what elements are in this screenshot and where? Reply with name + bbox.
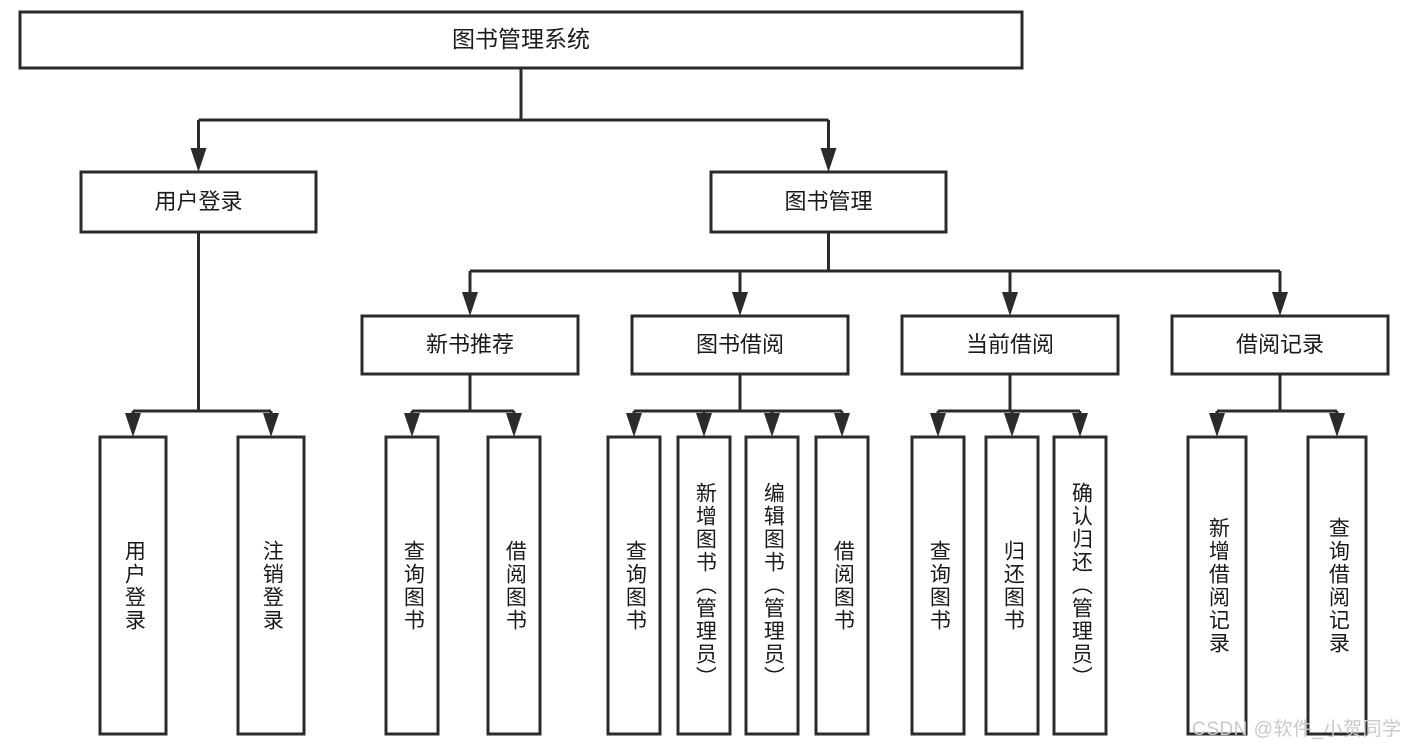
arrow-head-icon [820, 148, 837, 172]
node-box-leaf-query-book-2[interactable] [606, 435, 662, 736]
arrow-head-icon [190, 148, 207, 172]
arrow-head-icon [764, 413, 780, 437]
arrow-head-icon [462, 292, 478, 316]
node-box-l2-user-login[interactable] [79, 170, 318, 234]
node-box-l2-book-mgmt[interactable] [709, 170, 948, 234]
arrow-head-icon [1209, 413, 1225, 437]
arrow-head-icon [1072, 413, 1088, 437]
boxes-layer [18, 10, 1390, 736]
arrow-head-icon [1002, 292, 1018, 316]
node-box-leaf-borrow-book-1[interactable] [486, 435, 542, 736]
node-box-l3-current[interactable] [900, 314, 1120, 376]
arrow-head-icon [626, 413, 642, 437]
arrow-head-icon [930, 413, 946, 437]
arrow-head-icon [732, 292, 748, 316]
node-box-leaf-add-book[interactable] [676, 435, 732, 736]
node-box-leaf-confirm-return[interactable] [1052, 435, 1108, 736]
node-box-root[interactable] [18, 10, 1024, 70]
arrow-head-icon [1272, 292, 1288, 316]
node-box-l3-record[interactable] [1170, 314, 1390, 376]
arrow-head-icon [696, 413, 712, 437]
node-box-leaf-user-login[interactable] [98, 435, 168, 736]
csdn-watermark: CSDN @软件_小贺同学 [1192, 719, 1402, 740]
node-box-leaf-return-book[interactable] [984, 435, 1040, 736]
arrow-head-icon [125, 413, 141, 437]
node-box-leaf-borrow-book-2[interactable] [814, 435, 870, 736]
arrow-head-icon [1329, 413, 1345, 437]
arrow-head-icon [404, 413, 420, 437]
node-box-l3-borrow[interactable] [630, 314, 850, 376]
node-box-leaf-query-book-1[interactable] [384, 435, 440, 736]
connectors-layer [125, 68, 1345, 437]
arrow-head-icon [1004, 413, 1020, 437]
node-box-leaf-query-book-3[interactable] [910, 435, 966, 736]
node-box-leaf-edit-book[interactable] [744, 435, 800, 736]
node-box-leaf-query-record[interactable] [1306, 435, 1368, 736]
arrow-head-icon [506, 413, 522, 437]
arrow-head-icon [834, 413, 850, 437]
node-box-leaf-add-record[interactable] [1186, 435, 1248, 736]
node-box-leaf-logout[interactable] [236, 435, 306, 736]
arrow-head-icon [263, 413, 279, 437]
node-box-l3-new-book[interactable] [360, 314, 580, 376]
